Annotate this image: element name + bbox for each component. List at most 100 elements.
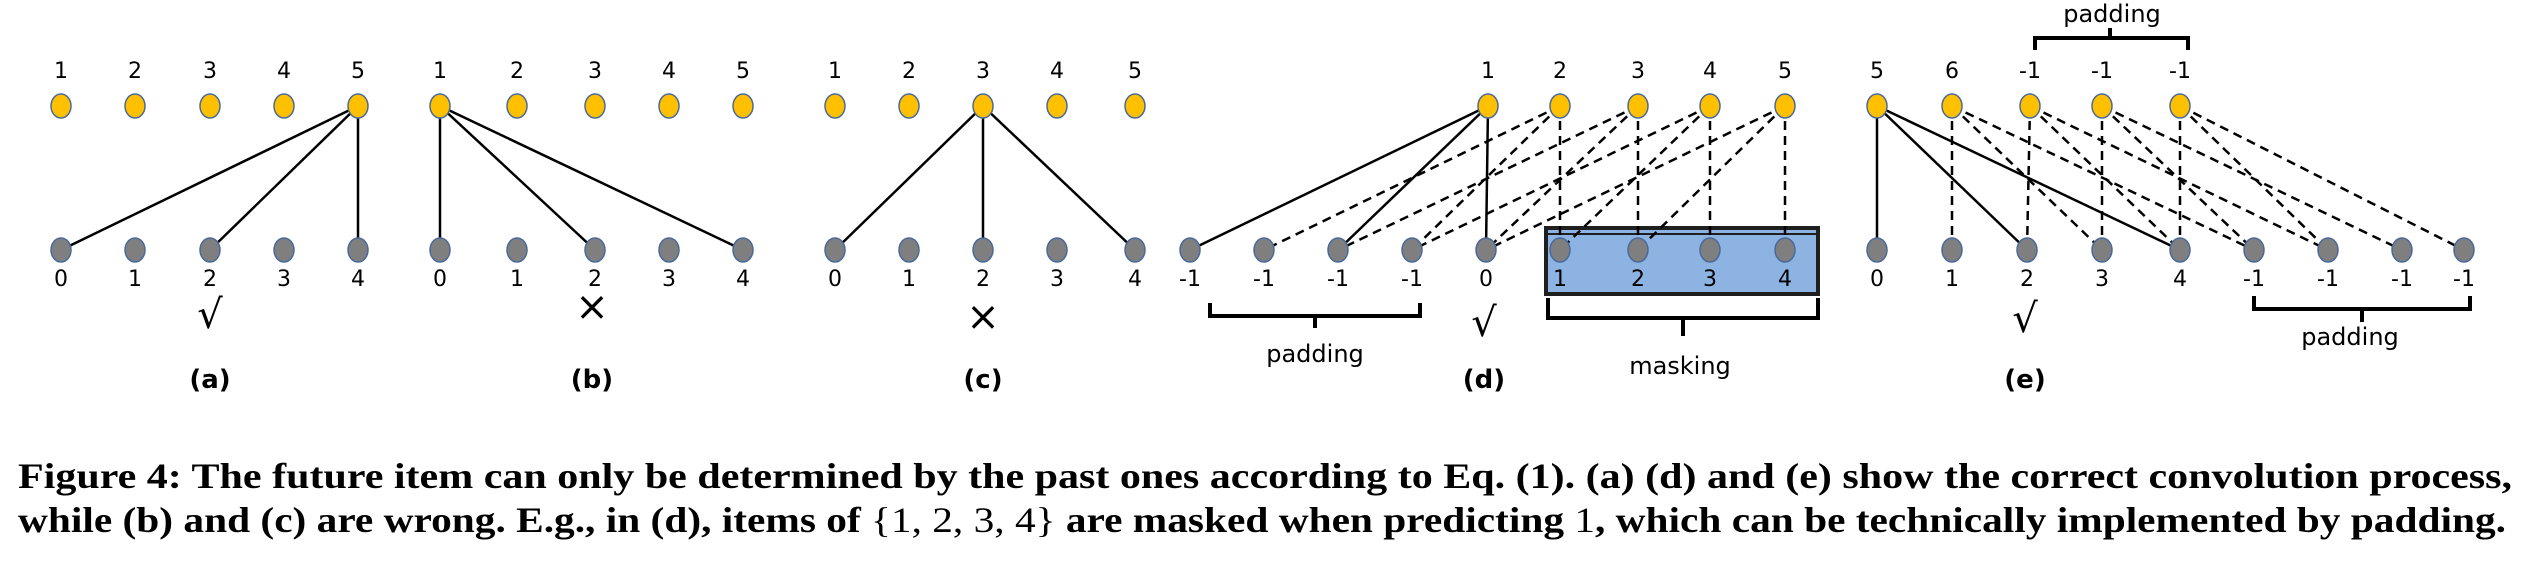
caption-text: are masked when predicting bbox=[1055, 500, 1574, 540]
edge-dashed bbox=[1337, 104, 1639, 252]
output-node-label: 1 bbox=[54, 59, 68, 84]
caption-line-2: while (b) and (c) are wrong. E.g., in (d… bbox=[18, 500, 2506, 540]
output-node-label: 5 bbox=[1128, 59, 1142, 84]
output-node-label: 3 bbox=[1631, 59, 1645, 84]
input-node bbox=[1179, 237, 1201, 263]
output-node bbox=[1699, 93, 1721, 119]
caption-math-one: 1 bbox=[1574, 500, 1595, 540]
input-node-label: -1 bbox=[1327, 267, 1349, 292]
output-node-label: -1 bbox=[2091, 59, 2113, 84]
edge-dashed bbox=[2179, 105, 2329, 251]
output-node bbox=[2169, 93, 2191, 119]
padding-label-e-top: padding bbox=[2063, 0, 2161, 28]
output-node-label: 4 bbox=[662, 59, 676, 84]
input-node-label: 3 bbox=[1703, 267, 1717, 292]
input-node bbox=[1253, 237, 1275, 263]
input-node-label: 3 bbox=[277, 267, 291, 292]
edge-dashed bbox=[2179, 104, 2465, 252]
input-node bbox=[2243, 237, 2265, 263]
input-node bbox=[1941, 237, 1963, 263]
output-node bbox=[124, 93, 146, 119]
output-node-label: 1 bbox=[1481, 59, 1495, 84]
edge-dashed bbox=[1411, 104, 1711, 252]
input-node-label: 0 bbox=[1479, 267, 1493, 292]
input-node-label: 2 bbox=[203, 267, 217, 292]
panel-label: (c) bbox=[963, 365, 1002, 395]
input-node-label: 1 bbox=[902, 267, 916, 292]
input-node bbox=[1549, 237, 1571, 263]
output-node bbox=[1477, 93, 1499, 119]
edge-dashed bbox=[1951, 105, 2103, 251]
input-node-label: 2 bbox=[976, 267, 990, 292]
input-node bbox=[2091, 237, 2113, 263]
input-node bbox=[2453, 237, 2475, 263]
input-node-label: -1 bbox=[2243, 267, 2265, 292]
input-node bbox=[2391, 237, 2413, 263]
output-node-label: 5 bbox=[351, 59, 365, 84]
padding-label-d: padding bbox=[1266, 340, 1364, 368]
input-node bbox=[1627, 237, 1649, 263]
caption-line-1: Figure 4: The future item can only be de… bbox=[18, 456, 2512, 496]
input-node-label: -1 bbox=[2391, 267, 2413, 292]
output-node-label: 2 bbox=[510, 59, 524, 84]
caption-math-set: {1, 2, 3, 4} bbox=[871, 500, 1055, 540]
input-node-label: 0 bbox=[433, 267, 447, 292]
padding-brace-e-top bbox=[2033, 28, 2190, 50]
input-node bbox=[1475, 237, 1497, 263]
input-node bbox=[658, 237, 680, 263]
output-node bbox=[429, 93, 451, 119]
output-node bbox=[898, 93, 920, 119]
output-node bbox=[972, 93, 994, 119]
masking-brace bbox=[1546, 298, 1820, 336]
input-node bbox=[2317, 237, 2339, 263]
input-node bbox=[1774, 237, 1796, 263]
edge-dashed bbox=[2101, 104, 2403, 252]
edge-dashed bbox=[2029, 105, 2181, 251]
edge-solid bbox=[1876, 105, 2028, 251]
edge-dashed bbox=[1559, 105, 1711, 251]
output-node bbox=[50, 93, 72, 119]
input-node bbox=[824, 237, 846, 263]
input-node bbox=[1046, 237, 1068, 263]
masking-box bbox=[1544, 226, 1820, 296]
cross-mark-icon: × bbox=[966, 294, 1000, 340]
output-node bbox=[1866, 93, 1888, 119]
input-node-label: 3 bbox=[1050, 267, 1064, 292]
output-node-label: 3 bbox=[976, 59, 990, 84]
input-node-label: 4 bbox=[1778, 267, 1792, 292]
input-node bbox=[429, 237, 451, 263]
input-node-label: 2 bbox=[588, 267, 602, 292]
input-node-label: 4 bbox=[351, 267, 365, 292]
output-node bbox=[1549, 93, 1571, 119]
input-node bbox=[1866, 237, 1888, 263]
input-node-label: -1 bbox=[1179, 267, 1201, 292]
input-node bbox=[506, 237, 528, 263]
input-node-label: 3 bbox=[2095, 267, 2109, 292]
input-node-label: -1 bbox=[1253, 267, 1275, 292]
input-node-label: 4 bbox=[736, 267, 750, 292]
input-node-label: 4 bbox=[2173, 267, 2187, 292]
input-node bbox=[124, 237, 146, 263]
panel-label: (e) bbox=[2004, 365, 2045, 395]
padding-brace-e-bottom bbox=[2252, 296, 2472, 322]
output-node bbox=[1627, 93, 1649, 119]
output-node bbox=[732, 93, 754, 119]
input-node bbox=[50, 237, 72, 263]
output-node bbox=[1941, 93, 1963, 119]
input-node bbox=[898, 237, 920, 263]
input-node-label: 0 bbox=[54, 267, 68, 292]
output-node-label: 5 bbox=[1870, 59, 1884, 84]
output-node bbox=[273, 93, 295, 119]
edge-dashed bbox=[1411, 105, 1561, 251]
output-node bbox=[347, 93, 369, 119]
input-node-label: 2 bbox=[2020, 267, 2034, 292]
edge-solid bbox=[1337, 105, 1489, 251]
input-node-label: 1 bbox=[510, 267, 524, 292]
output-node bbox=[658, 93, 680, 119]
input-node-label: 4 bbox=[1128, 267, 1142, 292]
masking-label: masking bbox=[1629, 352, 1731, 380]
edge-solid bbox=[1189, 104, 1489, 252]
edges-layer bbox=[60, 104, 2465, 252]
output-node-label: -1 bbox=[2169, 59, 2191, 84]
edge-solid bbox=[439, 104, 744, 252]
